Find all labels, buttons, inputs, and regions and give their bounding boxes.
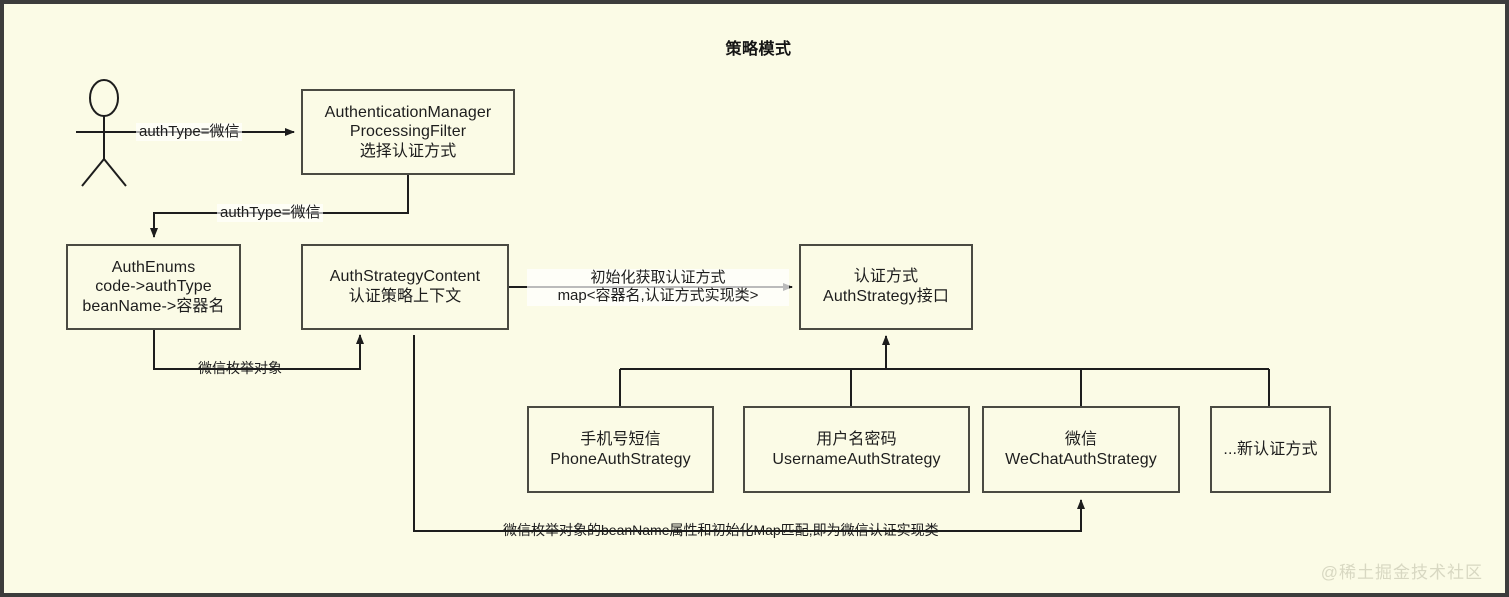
node-authentication-manager-processing-filter[interactable]: AuthenticationManager ProcessingFilter 选… xyxy=(301,89,515,175)
wechat-strategy-line-1: 微信 xyxy=(1064,430,1098,448)
node-auth-strategy-content[interactable]: AuthStrategyContent 认证策略上下文 xyxy=(301,244,509,330)
phone-strategy-line-1: 手机号短信 xyxy=(580,430,661,448)
node-new-auth-strategy[interactable]: ...新认证方式 xyxy=(1210,406,1331,493)
page-title: 策略模式 xyxy=(725,41,792,58)
node-username-auth-strategy[interactable]: 用户名密码 UsernameAuthStrategy xyxy=(743,406,970,493)
wechat-strategy-line-2: WeChatAuthStrategy xyxy=(1005,450,1157,468)
actor-stick-figure xyxy=(76,79,132,187)
filter-line-2: ProcessingFilter xyxy=(349,123,467,141)
new-strategy-line-1: ...新认证方式 xyxy=(1223,440,1318,458)
strategy-interface-line-2: AuthStrategy接口 xyxy=(823,288,949,305)
edge-label-enums-to-content: 微信枚举对象 xyxy=(198,360,282,376)
phone-strategy-line-2: PhoneAuthStrategy xyxy=(550,450,691,468)
strategy-content-line-1: AuthStrategyContent xyxy=(329,268,481,286)
auth-enums-line-1: AuthEnums xyxy=(111,258,196,276)
edge-label-content-to-wechat: 微信枚举对象的beanName属性和初始化Map匹配,即为微信认证实现类 xyxy=(503,522,939,538)
strategy-content-line-2: 认证策略上下文 xyxy=(348,288,462,305)
username-strategy-line-1: 用户名密码 xyxy=(816,430,897,448)
watermark: @稀土掘金技术社区 xyxy=(1320,563,1483,582)
edge-label-actor-to-filter: authType=微信 xyxy=(136,123,243,142)
filter-line-3: 选择认证方式 xyxy=(359,142,457,160)
username-strategy-line-2: UsernameAuthStrategy xyxy=(772,450,941,468)
edge-label-content-to-interface: 初始化获取认证方式 map<容器名,认证方式实现类> xyxy=(527,269,789,306)
edge-label-filter-to-enums: authType=微信 xyxy=(217,204,324,223)
filter-line-1: AuthenticationManager xyxy=(324,103,492,121)
node-auth-strategy-interface[interactable]: 认证方式 AuthStrategy接口 xyxy=(799,244,973,330)
node-auth-enums[interactable]: AuthEnums code->authType beanName->容器名 xyxy=(66,244,241,330)
node-wechat-auth-strategy[interactable]: 微信 WeChatAuthStrategy xyxy=(982,406,1180,493)
strategy-interface-line-1: 认证方式 xyxy=(853,268,919,286)
auth-enums-line-2: code->authType xyxy=(95,278,212,296)
auth-enums-line-3: beanName->容器名 xyxy=(82,297,225,315)
node-phone-auth-strategy[interactable]: 手机号短信 PhoneAuthStrategy xyxy=(527,406,714,493)
